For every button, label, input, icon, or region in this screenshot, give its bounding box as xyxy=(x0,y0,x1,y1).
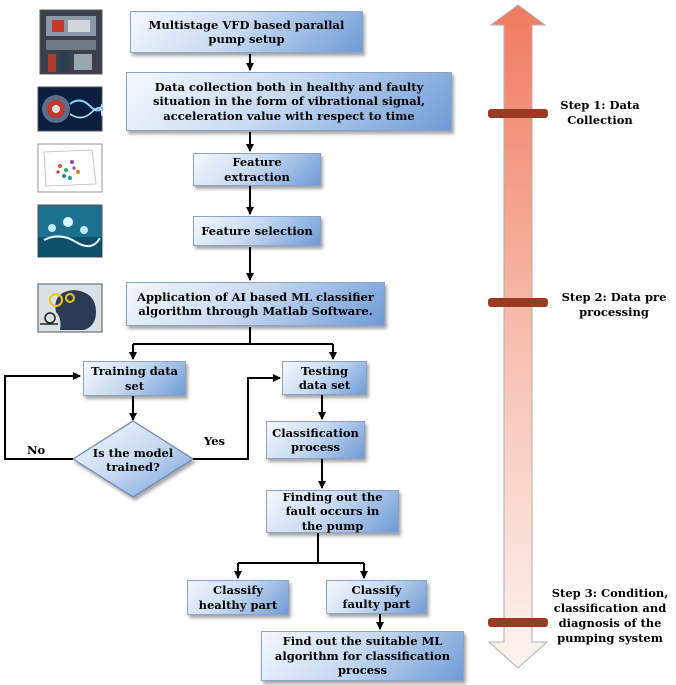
finding-fault-box: Finding out the fault occurs in the pump xyxy=(266,490,399,533)
pump-photo-icon xyxy=(39,9,103,75)
edge-yes-to-testing xyxy=(193,374,281,460)
ml-classifier-box: Application of AI based ML classifier al… xyxy=(126,282,385,326)
water-splash-photo-icon xyxy=(37,204,103,258)
timeline-arrow xyxy=(487,4,549,669)
ai-head-icon xyxy=(37,283,103,333)
edge-no-loop xyxy=(4,372,81,460)
step1-marker xyxy=(488,109,548,118)
feature-selection-box: Feature selection xyxy=(193,216,321,246)
step3-marker xyxy=(488,618,548,627)
step2-label: Step 2: Data pre processing xyxy=(561,290,667,319)
yes-label: Yes xyxy=(204,434,226,448)
data-collection-box: Data collection both in healthy and faul… xyxy=(126,72,452,131)
classify-healthy-box: Classify healthy part xyxy=(187,580,289,615)
step2-marker xyxy=(488,298,548,307)
classify-faulty-box: Classify faulty part xyxy=(326,580,427,614)
suitable-ml-box: Find out the suitable ML algorithm for c… xyxy=(261,631,464,681)
step3-label: Step 3: Condition, classification and di… xyxy=(551,586,669,645)
classification-process-box: Classification process xyxy=(266,421,365,459)
decision-diamond xyxy=(71,420,195,498)
testing-data-box: Testing data set xyxy=(282,361,367,395)
feature-plot-icon xyxy=(37,143,103,193)
feature-extraction-box: Feature extraction xyxy=(193,153,321,186)
no-label: No xyxy=(27,443,46,457)
pump-setup-box: Multistage VFD based parallal pump setup xyxy=(130,11,363,53)
decision-label: Is the model trained? xyxy=(92,446,174,475)
motor-vibration-photo-icon xyxy=(37,86,103,132)
training-data-box: Training data set xyxy=(83,361,186,396)
step1-label: Step 1: Data Collection xyxy=(560,98,640,127)
